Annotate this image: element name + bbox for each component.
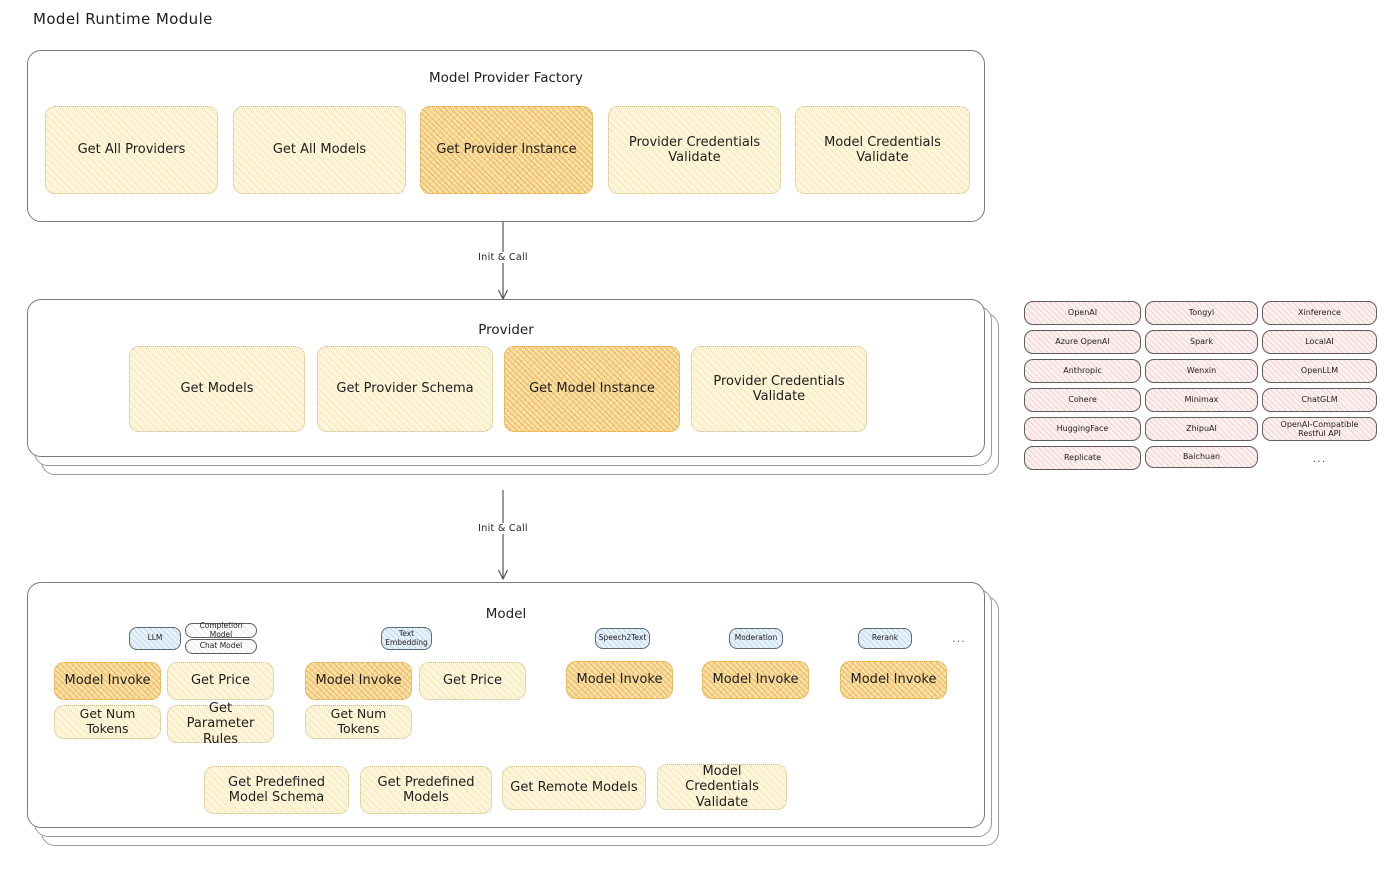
provider-chip-localai[interactable]: LocalAI <box>1262 330 1377 354</box>
model-title: Model <box>485 606 527 622</box>
provider-chip-openai-compatible-restful-api[interactable]: OpenAI-Compatible Restful API <box>1262 417 1377 441</box>
model-llm-node-model-invoke[interactable]: Model Invoke <box>54 662 161 700</box>
provider-chip-wenxin[interactable]: Wenxin <box>1145 359 1258 383</box>
provider-chip-xinference[interactable]: Xinference <box>1262 301 1377 325</box>
factory-node-get-all-models[interactable]: Get All Models <box>233 106 406 194</box>
model-common-node-get-predefined-models[interactable]: Get Predefined Models <box>360 766 492 814</box>
provider-chip-minimax[interactable]: Minimax <box>1145 388 1258 412</box>
provider-chip-tongyi[interactable]: Tongyi <box>1145 301 1258 325</box>
model-group-badge-speech2text[interactable]: Speech2Text <box>595 628 650 649</box>
model-llm-node-get-parameter-rules[interactable]: Get Parameter Rules <box>167 701 274 747</box>
model-speech2text-node-model-invoke[interactable]: Model Invoke <box>566 661 673 699</box>
provider-chip-cohere[interactable]: Cohere <box>1024 388 1141 412</box>
provider-node-get-provider-schema[interactable]: Get Provider Schema <box>317 346 493 432</box>
provider-chip-chatglm[interactable]: ChatGLM <box>1262 388 1377 412</box>
provider-chip-zhipuai[interactable]: ZhipuAI <box>1145 417 1258 441</box>
provider-list-more: ... <box>1312 452 1327 465</box>
provider-chip-huggingface[interactable]: HuggingFace <box>1024 417 1141 441</box>
model-group-badge-llm[interactable]: LLM <box>129 627 181 650</box>
provider-chip-azure-openai[interactable]: Azure OpenAI <box>1024 330 1141 354</box>
model-text-embedding-node-get-num-tokens[interactable]: Get Num Tokens <box>305 705 412 739</box>
model-common-node-get-remote-models[interactable]: Get Remote Models <box>502 766 646 810</box>
provider-chip-openai[interactable]: OpenAI <box>1024 301 1141 325</box>
page-title: Model Runtime Module <box>33 10 213 28</box>
model-group-badge-moderation[interactable]: Moderation <box>729 628 783 649</box>
factory-node-get-all-providers[interactable]: Get All Providers <box>45 106 218 194</box>
model-group-subbadge-chat-model[interactable]: Chat Model <box>185 639 257 654</box>
model-rerank-node-model-invoke[interactable]: Model Invoke <box>840 661 947 699</box>
model-llm-node-get-num-tokens[interactable]: Get Num Tokens <box>54 705 161 739</box>
provider-node-get-model-instance[interactable]: Get Model Instance <box>504 346 680 432</box>
model-common-node-get-predefined-model-schema[interactable]: Get Predefined Model Schema <box>204 766 349 814</box>
factory-node-provider-credentials-validate[interactable]: Provider Credentials Validate <box>608 106 781 194</box>
model-common-node-model-credentials-validate[interactable]: Model Credentials Validate <box>657 764 787 810</box>
connector-1-label: Init & Call <box>453 252 553 263</box>
provider-node-provider-credentials-validate[interactable]: Provider Credentials Validate <box>691 346 867 432</box>
connector-2-label: Init & Call <box>453 523 553 534</box>
provider-chip-spark[interactable]: Spark <box>1145 330 1258 354</box>
provider-chip-openllm[interactable]: OpenLLM <box>1262 359 1377 383</box>
model-group-subbadge-completion-model[interactable]: Completion Model <box>185 621 257 638</box>
provider-chip-anthropic[interactable]: Anthropic <box>1024 359 1141 383</box>
model-group-badge-rerank[interactable]: Rerank <box>858 628 912 649</box>
model-provider-factory-title: Model Provider Factory <box>428 70 583 86</box>
model-groups-more: ... <box>952 632 966 645</box>
provider-title: Provider <box>478 322 534 338</box>
connector-provider-to-model <box>497 490 509 580</box>
model-text-embedding-node-get-price[interactable]: Get Price <box>419 662 526 700</box>
model-group-badge-text-embedding[interactable]: Text Embedding <box>381 627 432 650</box>
model-text-embedding-node-model-invoke[interactable]: Model Invoke <box>305 662 412 700</box>
factory-node-model-credentials-validate[interactable]: Model Credentials Validate <box>795 106 970 194</box>
model-llm-node-get-price[interactable]: Get Price <box>167 662 274 700</box>
model-moderation-node-model-invoke[interactable]: Model Invoke <box>702 661 809 699</box>
provider-chip-replicate[interactable]: Replicate <box>1024 446 1141 470</box>
factory-node-get-provider-instance[interactable]: Get Provider Instance <box>420 106 593 194</box>
provider-node-get-models[interactable]: Get Models <box>129 346 305 432</box>
provider-chip-baichuan[interactable]: Baichuan <box>1145 446 1258 468</box>
